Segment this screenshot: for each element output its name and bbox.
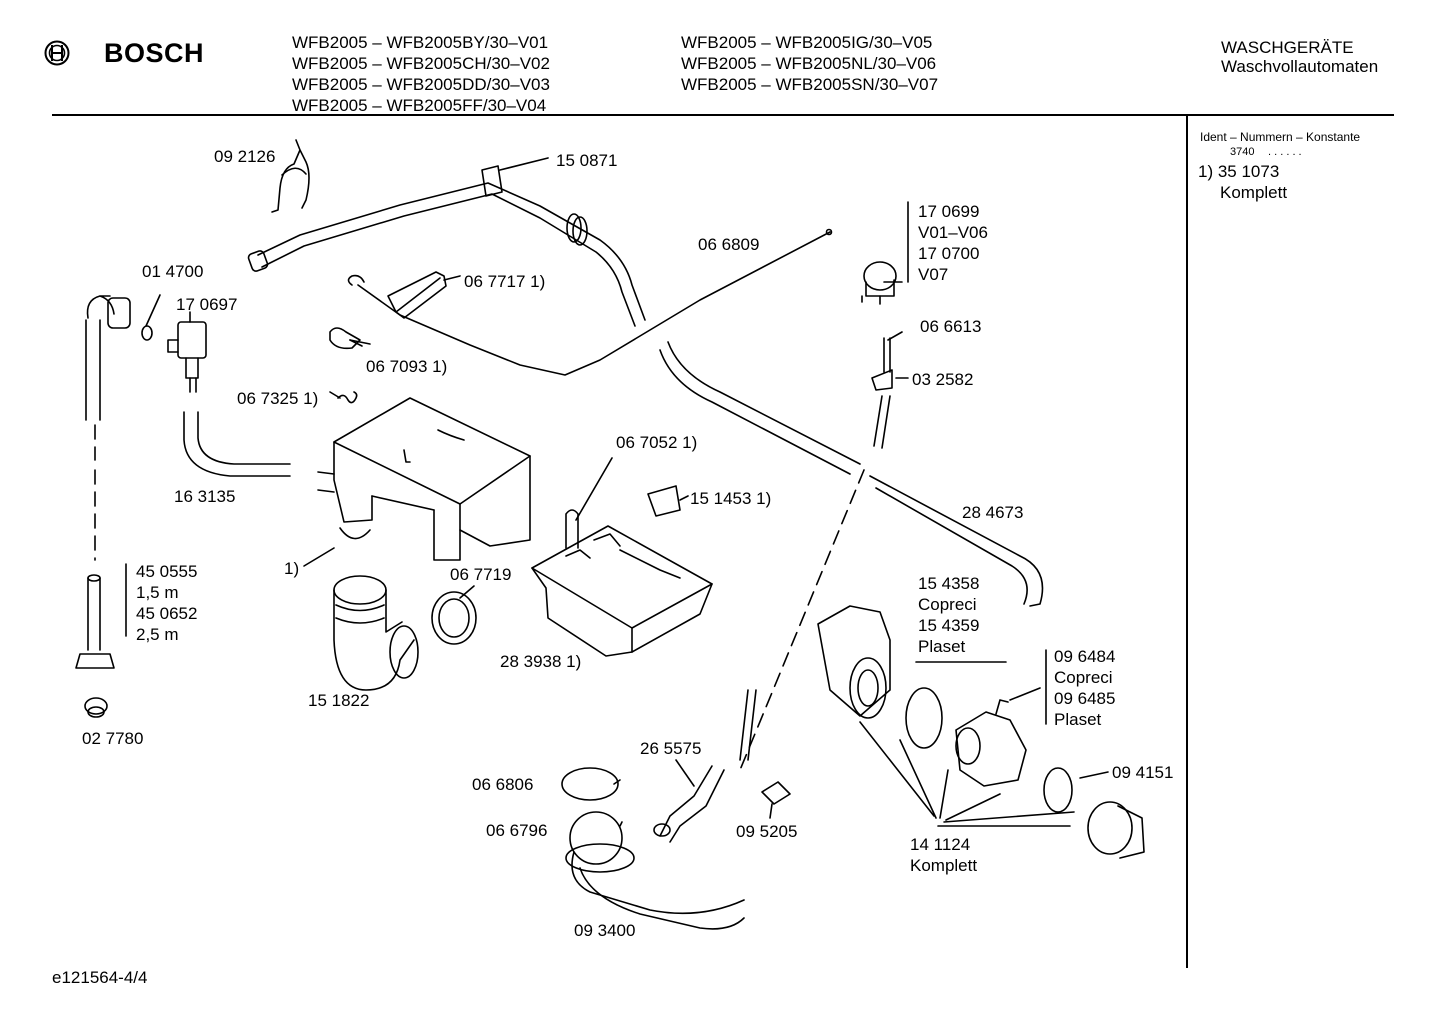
label-plaset-1: Plaset: [918, 637, 966, 656]
ident-dots: . . . . . .: [1268, 146, 1302, 158]
bellows-drawing: [334, 576, 418, 690]
label-170697: 17 0697: [176, 295, 238, 314]
drain-hose-drawing: [660, 342, 1043, 606]
label-095205: 09 5205: [736, 822, 798, 841]
label-copreci-1: Copreci: [918, 595, 977, 614]
bracket-drawing: [388, 272, 446, 318]
model-line: WFB2005 – WFB2005DD/30–V03: [292, 75, 550, 94]
label-066806: 06 6806: [472, 775, 534, 794]
label-096485: 09 6485: [1054, 689, 1116, 708]
label-group-pipe: 45 0555 1,5 m 45 0652 2,5 m: [136, 561, 197, 645]
label-283938: 28 3938 1): [500, 652, 582, 671]
label-094151: 09 4151: [1112, 763, 1174, 782]
label-komplett: Komplett: [910, 856, 978, 875]
label-170699: 17 0699: [918, 202, 980, 221]
label-096484: 09 6484: [1054, 647, 1116, 666]
subcategory-title: Waschvollautomaten: [1221, 57, 1379, 76]
model-line: WFB2005 – WFB2005IG/30–V05: [681, 33, 933, 52]
air-tube-drawing: [740, 338, 892, 770]
cable-drawing: [349, 230, 832, 376]
small-clip-drawing: [762, 782, 790, 818]
label-note-1: 1): [284, 559, 300, 578]
category-block: WASCHGERÄTE Waschvollautomaten: [1221, 38, 1378, 76]
label-067093: 06 7093 1): [366, 357, 448, 376]
plug-drawing: [85, 698, 107, 717]
model-line: WFB2005 – WFB2005SN/30–V07: [681, 75, 939, 94]
label-group-pressure-switch: 17 0699 V01–V06 17 0700 V07: [918, 201, 988, 285]
ident-title: Ident – Nummern – Konstante: [1200, 130, 1361, 144]
drain-pump-drawing: [818, 606, 1144, 858]
note-number: 1) 35 1073: [1198, 162, 1280, 181]
washer-drawing: [142, 326, 152, 340]
label-092126: 09 2126: [214, 147, 276, 166]
short-hose-drawing: [184, 412, 290, 476]
elbow-pipe-drawing: [76, 296, 130, 668]
label-151822: 15 1822: [308, 691, 370, 710]
label-265575: 26 5575: [640, 739, 702, 758]
clip-drawing: [330, 328, 370, 348]
label-066809: 06 6809: [698, 235, 760, 254]
bosch-logo-icon: [44, 40, 70, 71]
label-length-1-5: 1,5 m: [136, 583, 179, 602]
model-line: WFB2005 – WFB2005BY/30–V01: [292, 33, 549, 52]
label-067719: 06 7719: [450, 565, 512, 584]
category-title: WASCHGERÄTE: [1221, 38, 1354, 57]
label-093400: 09 3400: [574, 921, 636, 940]
note-text: Komplett: [1220, 183, 1288, 202]
seal-ring-drawing: [432, 592, 476, 644]
label-067717: 06 7717 1): [464, 272, 546, 291]
model-line: WFB2005 – WFB2005FF/30–V04: [292, 96, 547, 115]
label-151453: 15 1453 1): [690, 489, 772, 508]
document-code: e121564-4/4: [52, 968, 148, 987]
model-list-right: WFB2005 – WFB2005IG/30–V05 WFB2005 – WFB…: [681, 32, 938, 95]
leader-lines: [126, 158, 1108, 826]
label-group-pump-cover: 09 6484 Copreci 09 6485 Plaset: [1054, 646, 1115, 730]
label-284673: 28 4673: [962, 503, 1024, 522]
label-length-2-5: 2,5 m: [136, 625, 179, 644]
label-032582: 03 2582: [912, 370, 974, 389]
sump-drawing: [566, 812, 744, 929]
label-154359: 15 4359: [918, 616, 980, 635]
pressure-switch-drawing: [862, 262, 896, 304]
model-line: WFB2005 – WFB2005CH/30–V02: [292, 54, 550, 73]
detergent-drawer-drawing: [532, 526, 712, 656]
label-v07: V07: [918, 265, 949, 284]
label-066796: 06 6796: [486, 821, 548, 840]
hanger-clip-drawing: [272, 140, 309, 212]
sidebar-divider: [1186, 116, 1188, 968]
label-450652: 45 0652: [136, 604, 198, 623]
header-divider: [52, 114, 1394, 116]
label-450555: 45 0555: [136, 562, 198, 581]
model-line: WFB2005 – WFB2005NL/30–V06: [681, 54, 937, 73]
label-027780: 02 7780: [82, 729, 144, 748]
label-163135: 16 3135: [174, 487, 236, 506]
label-group-pump-assembly: 14 1124 Komplett: [910, 834, 977, 876]
label-group-pump: 15 4358 Copreci 15 4359 Plaset: [918, 573, 979, 657]
brand-name: BOSCH: [104, 38, 205, 68]
label-067325: 06 7325 1): [237, 389, 319, 408]
label-154358: 15 4358: [918, 574, 980, 593]
label-copreci-2: Copreci: [1054, 668, 1113, 687]
cap-drawing: [648, 486, 680, 516]
ident-constant: 3740: [1230, 146, 1255, 158]
dispenser-housing-drawing: [318, 398, 530, 560]
label-014700: 01 4700: [142, 262, 204, 281]
inlet-hose-drawing: [247, 166, 645, 326]
label-066613: 06 6613: [920, 317, 982, 336]
model-list-left: WFB2005 – WFB2005BY/30–V01 WFB2005 – WFB…: [292, 32, 550, 116]
label-141124: 14 1124: [910, 835, 971, 854]
spring-drawing: [338, 392, 357, 403]
label-v01-v06: V01–V06: [918, 223, 988, 242]
valve-drawing: [168, 322, 206, 392]
label-067052: 06 7052 1): [616, 433, 698, 452]
hook-drawing: [566, 510, 578, 548]
pump-hose-drawing: [654, 690, 756, 842]
label-150871: 15 0871: [556, 151, 618, 170]
label-170700: 17 0700: [918, 244, 980, 263]
clamp-ring-drawing: [562, 768, 618, 800]
label-plaset-2: Plaset: [1054, 710, 1102, 729]
